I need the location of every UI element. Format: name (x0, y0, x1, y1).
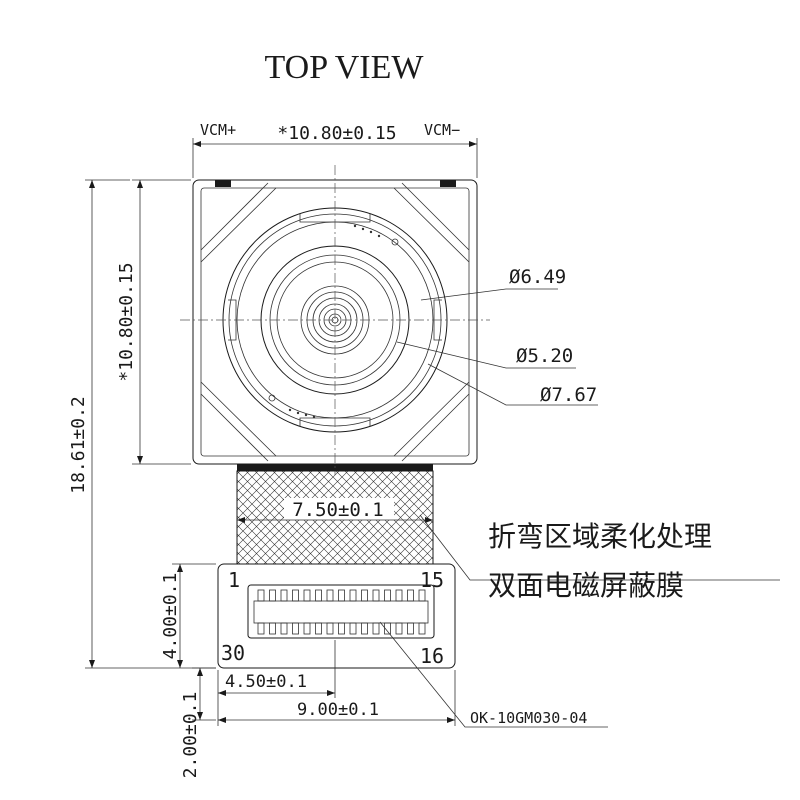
connector-pins-top (257, 589, 426, 602)
diameter-label-3: Ø7.67 (540, 384, 597, 406)
connector-board (217, 563, 456, 669)
connector-pin (326, 589, 334, 602)
connector-pin (303, 622, 311, 635)
vcm-plus-pad (215, 180, 231, 187)
connector-pin (338, 622, 345, 635)
board-tail-label: 2.00±0.1 (180, 692, 201, 779)
dim-board-width (218, 717, 455, 723)
connector-pin (407, 622, 414, 635)
dim-connector-height (172, 563, 216, 668)
connector-pin (257, 589, 265, 602)
diameter-label-2: Ø5.20 (516, 345, 573, 367)
vcm-minus-pad (440, 180, 456, 187)
dim-connector-offset (217, 640, 456, 726)
connector-pin (315, 622, 322, 635)
drawing-title: TOP VIEW (265, 49, 425, 86)
connector-leader (379, 621, 608, 728)
connector-pin (418, 622, 426, 635)
connector-pin (269, 622, 276, 635)
dim-board-tail (192, 667, 216, 721)
connector-pin (326, 622, 334, 635)
vcm-plus-label: VCM+ (200, 121, 236, 139)
connector-height-label: 4.00±0.1 (160, 573, 181, 660)
dim-total-length (85, 179, 216, 669)
connector-pin (280, 589, 288, 602)
connector-pin (372, 622, 380, 635)
module-height-label: *10.80±0.15 (116, 262, 137, 381)
dim-fpc-width (237, 517, 433, 523)
board-width-label: 9.00±0.1 (297, 700, 379, 720)
total-length-label: 18.61±0.2 (68, 396, 89, 494)
pin-label-15: 15 (420, 568, 444, 592)
connector-pin (372, 589, 380, 602)
flex-cable (236, 470, 434, 565)
connector-part-label: OK-10GM030-04 (470, 709, 587, 727)
connector-pin (349, 622, 357, 635)
dim-module-height (132, 179, 191, 465)
pin-label-1: 1 (228, 568, 240, 592)
pin-label-30: 30 (221, 641, 245, 665)
connector-pin (292, 589, 299, 602)
connector-pin (280, 622, 288, 635)
connector-pin (361, 622, 368, 635)
center-lines (180, 165, 490, 475)
dim-module-width (192, 138, 478, 178)
connector-pin (349, 589, 357, 602)
connector-pin (384, 622, 391, 635)
connector-pin (292, 622, 299, 635)
vcm-minus-label: VCM− (424, 121, 460, 139)
connector-pin (257, 622, 265, 635)
connector-pin (338, 589, 345, 602)
connector-pin (418, 589, 426, 602)
note-line-2: 双面电磁屏蔽膜 (488, 569, 684, 602)
diameter-label-1: Ø6.49 (509, 266, 566, 288)
connector-pin (315, 589, 322, 602)
connector-pin (407, 589, 414, 602)
fpc-width-label: 7.50±0.1 (292, 499, 384, 521)
connector-pin (303, 589, 311, 602)
module-width-label: *10.80±0.15 (277, 123, 396, 144)
connector-offset-label: 4.50±0.1 (225, 672, 307, 692)
connector-pin (395, 589, 403, 602)
connector-pins-bottom (257, 622, 426, 635)
connector-pin (269, 589, 276, 602)
note-line-1: 折弯区域柔化处理 (488, 520, 712, 553)
connector-pin (395, 622, 403, 635)
connector-pin (384, 589, 391, 602)
connector-pin (361, 589, 368, 602)
note-leader (419, 514, 780, 581)
pin-label-16: 16 (420, 644, 444, 668)
diameter-leaders (396, 288, 598, 406)
